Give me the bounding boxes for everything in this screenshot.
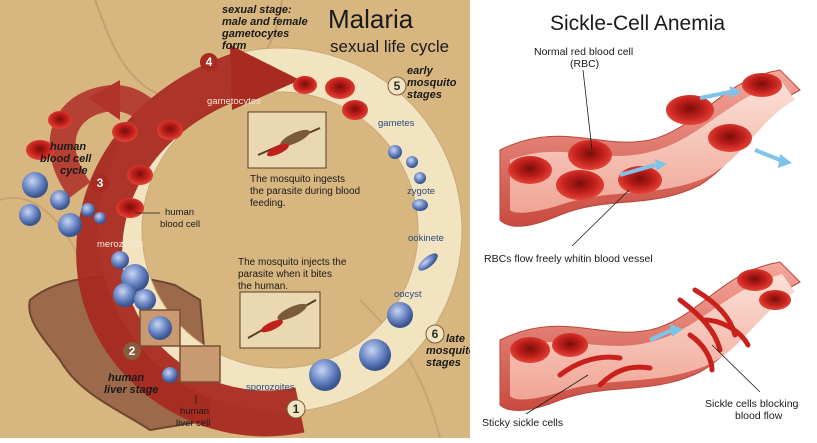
sexual-stage-line2: male and female	[222, 16, 308, 28]
mosquito-inject-inset	[239, 291, 321, 349]
label-gametes: gametes	[378, 118, 415, 129]
normal-rbc-label-2: (RBC)	[570, 58, 599, 70]
caption-ingest-1: The mosquito ingests	[250, 174, 345, 185]
human-liver-line2: liver stage	[104, 384, 158, 396]
human-blood-line1: human	[50, 141, 86, 153]
label-human-liver-cell-2: liver cell	[176, 418, 210, 429]
label-human-blood-cell-2: blood cell	[160, 219, 200, 230]
sickle-title: Sickle-Cell Anemia	[550, 12, 725, 35]
human-blood-line3: cycle	[60, 165, 88, 177]
caption-inject-1: The mosquito injects the	[238, 257, 347, 268]
malaria-panel: 4 5 3 2 1 6 Malaria sexual life cycle se…	[0, 0, 476, 439]
late-line2: mosquito	[426, 345, 476, 357]
normal-rbc-label-1: Normal red blood cell	[534, 46, 633, 58]
step-6: 6	[432, 327, 439, 341]
sexual-stage-line4: form	[222, 40, 247, 52]
label-human-blood-cell-1: human	[165, 207, 194, 218]
early-line1: early	[407, 65, 434, 77]
caption-ingest-3: feeding.	[250, 198, 286, 209]
malaria-subtitle: sexual life cycle	[330, 37, 449, 56]
sickle-blood-vessel	[499, 261, 801, 412]
label-sporozoites: sporozoites	[246, 382, 295, 393]
human-blood-line2: blood cell	[40, 153, 92, 165]
label-human-liver-cell-1: human	[180, 406, 209, 417]
caption-inject-3: the human.	[238, 281, 288, 292]
early-line3: stages	[407, 89, 442, 101]
rbc-flow-label: RBCs flow freely whitin blood vessel	[484, 253, 653, 265]
mosquito-ingest-inset	[247, 111, 327, 169]
sticky-sickle-label: Sticky sickle cells	[482, 417, 563, 429]
step-4: 4	[206, 55, 213, 69]
normal-blood-vessel	[499, 69, 801, 227]
step-5: 5	[394, 79, 401, 93]
sickle-cell-panel: Sickle-Cell Anemia Normal red blood cell…	[470, 0, 817, 438]
blocking-label-2: blood flow	[735, 410, 783, 422]
label-ookinete: ookinete	[408, 233, 444, 244]
early-line2: mosquito	[407, 77, 457, 89]
label-gametocytes: gametocytes	[207, 96, 261, 107]
malaria-title: Malaria	[328, 4, 414, 34]
blocking-label-1: Sickle cells blocking	[705, 398, 799, 410]
late-line1: late	[446, 333, 465, 345]
label-merozoites: merozoites	[97, 239, 144, 250]
step-badges: 4 5 3 2 1 6	[91, 53, 445, 419]
red-blood-cells-malaria	[26, 76, 368, 218]
caption-inject-2: parasite when it bites	[238, 269, 332, 280]
late-line3: stages	[426, 357, 461, 369]
step-1: 1	[293, 402, 300, 416]
sexual-stage-line3: gametocytes	[221, 28, 289, 40]
caption-ingest-2: the parasite during blood	[250, 186, 360, 197]
step-3: 3	[97, 176, 104, 190]
label-zygote: zygote	[407, 186, 435, 197]
label-oocyst: oocyst	[394, 289, 422, 300]
human-liver-line1: human	[108, 372, 144, 384]
liver-cells	[139, 309, 221, 383]
sexual-stage-line1: sexual stage:	[222, 4, 292, 16]
step-2: 2	[129, 344, 136, 358]
band-arrowhead	[230, 45, 300, 110]
